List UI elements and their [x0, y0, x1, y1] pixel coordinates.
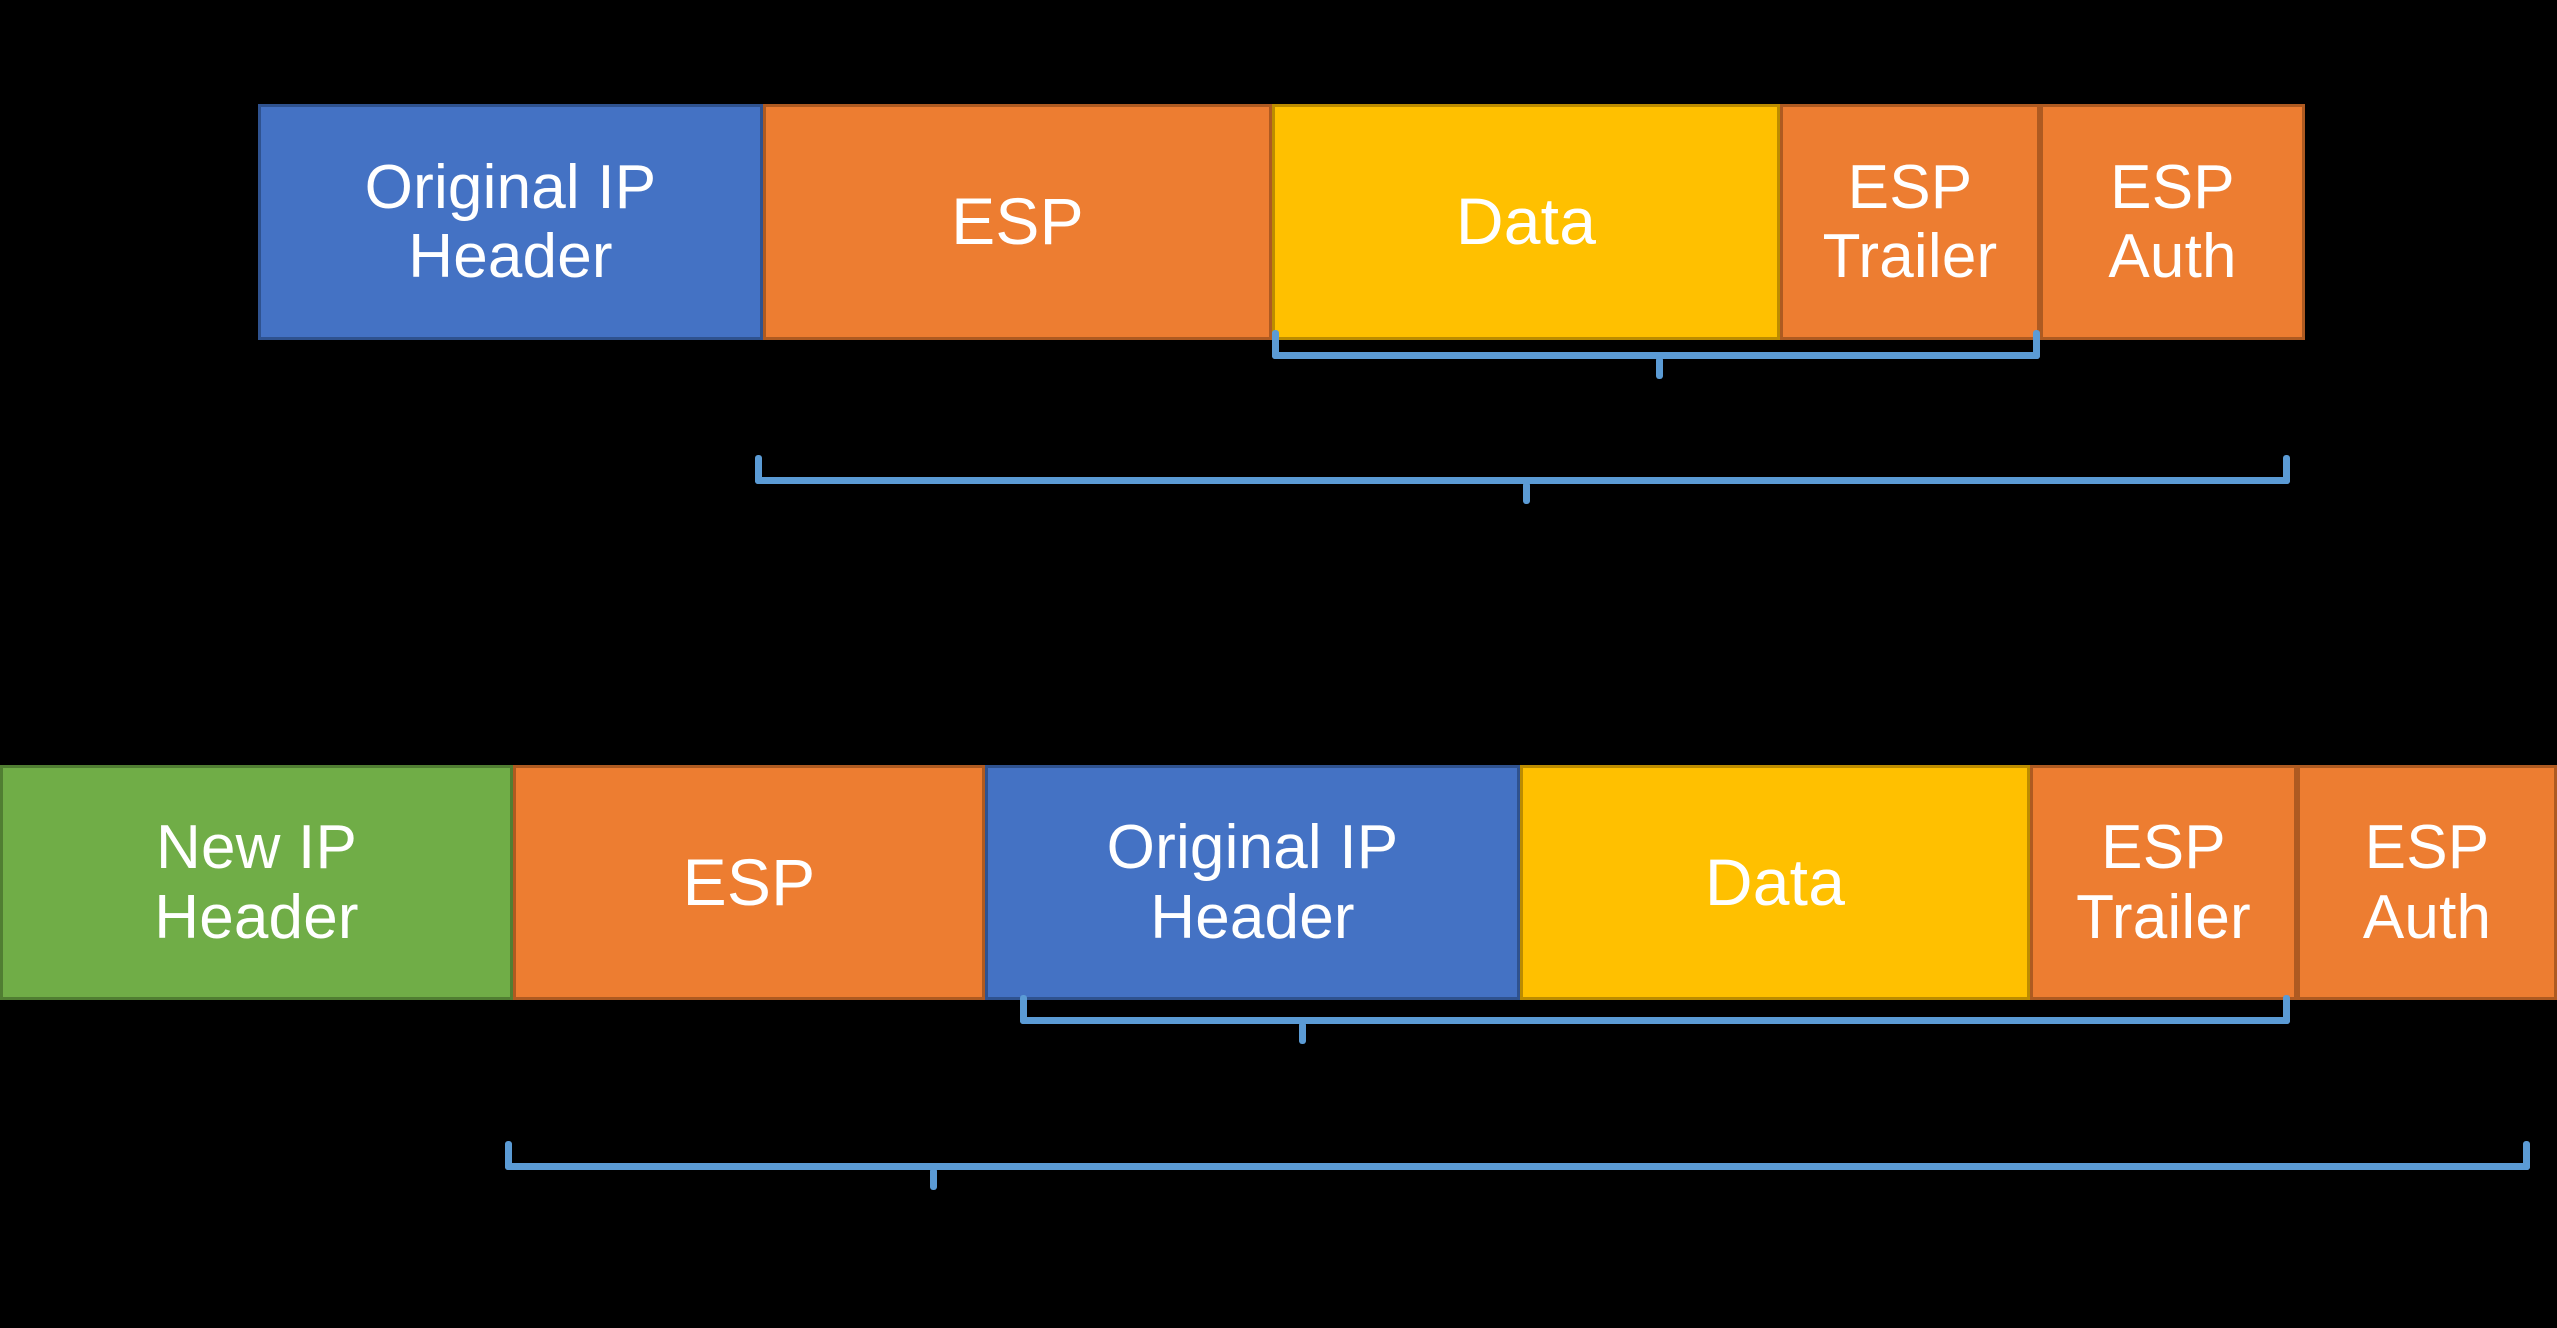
bracket-bar — [755, 477, 2290, 484]
encrypted-span-bracket — [1272, 330, 2040, 396]
bracket-right-cap — [2283, 455, 2290, 484]
authenticated-span-bracket — [505, 1141, 2530, 1207]
authenticated-span-bracket — [755, 455, 2290, 521]
packet-field-new-ip-header: New IP Header — [0, 765, 513, 1000]
bracket-bar — [1272, 352, 2040, 359]
bracket-center-tick — [1522, 482, 1530, 504]
bracket-left-cap — [1020, 995, 1027, 1024]
packet-field-data: Data — [1272, 104, 1780, 340]
bracket-center-tick — [1299, 1022, 1307, 1044]
packet-field-esp-trailer: ESP Trailer — [1780, 104, 2040, 340]
bracket-right-cap — [2283, 995, 2290, 1024]
bracket-left-cap — [1272, 330, 1279, 359]
packet-field-original-ip-header: Original IP Header — [258, 104, 763, 340]
bracket-left-cap — [505, 1141, 512, 1170]
packet-field-data: Data — [1520, 765, 2030, 1000]
bracket-left-cap — [755, 455, 762, 484]
packet-field-esp-trailer: ESP Trailer — [2030, 765, 2297, 1000]
packet-field-esp-auth: ESP Auth — [2297, 765, 2557, 1000]
bracket-right-cap — [2033, 330, 2040, 359]
packet-field-esp-auth: ESP Auth — [2040, 104, 2305, 340]
bracket-center-tick — [930, 1168, 938, 1190]
bracket-right-cap — [2523, 1141, 2530, 1170]
packet-field-original-ip-header: Original IP Header — [985, 765, 1520, 1000]
bracket-center-tick — [1656, 357, 1663, 379]
bracket-bar — [505, 1163, 2530, 1170]
encrypted-span-bracket — [1020, 995, 2290, 1061]
bracket-bar — [1020, 1017, 2290, 1024]
packet-field-esp: ESP — [763, 104, 1272, 340]
packet-field-esp: ESP — [513, 765, 985, 1000]
